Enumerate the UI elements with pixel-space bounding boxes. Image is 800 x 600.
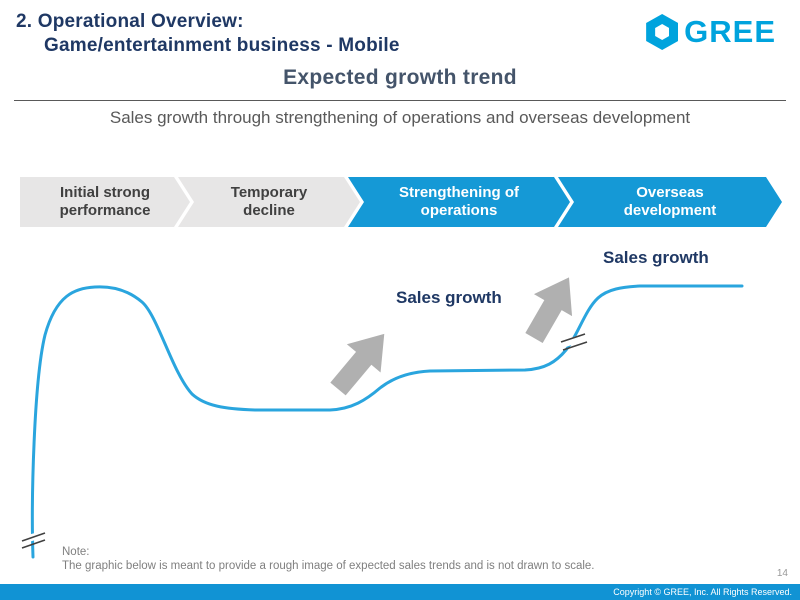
slide-title-line2: Game/entertainment business - Mobile bbox=[44, 35, 400, 56]
up-arrow-icon bbox=[525, 277, 573, 343]
slide-title-line1: 2. Operational Overview: bbox=[16, 11, 244, 32]
gree-logo: GREE bbox=[646, 14, 776, 50]
process-step-strengthening-of-operations: Strengthening of operations bbox=[348, 177, 570, 227]
copyright-text: Copyright © GREE, Inc. All Rights Reserv… bbox=[613, 587, 792, 597]
gree-logo-text: GREE bbox=[684, 14, 776, 49]
axis-break-icon bbox=[560, 333, 588, 351]
process-step-label: Overseas development bbox=[623, 184, 717, 219]
sales-growth-label: Sales growth bbox=[396, 288, 502, 307]
process-step-label: Initial strong performance bbox=[59, 184, 151, 219]
process-step-initial-strong-performance: Initial strong performance bbox=[20, 177, 190, 227]
gree-hexagon-icon bbox=[646, 14, 679, 50]
lead-sentence: Sales growth through strengthening of op… bbox=[109, 108, 691, 127]
title-divider bbox=[14, 100, 786, 101]
slide-title: 2. Operational Overview: Game/entertainm… bbox=[16, 10, 400, 58]
note-text: The graphic below is meant to provide a … bbox=[62, 560, 595, 572]
process-step-label: Temporary decline bbox=[230, 184, 308, 219]
footer-copyright-bar: Copyright © GREE, Inc. All Rights Reserv… bbox=[0, 584, 800, 600]
process-step-label: Strengthening of operations bbox=[399, 184, 519, 219]
process-step-temporary-decline: Temporary decline bbox=[178, 177, 360, 227]
note-block: Note: The graphic below is meant to prov… bbox=[62, 545, 595, 573]
growth-curve-line bbox=[30, 284, 744, 559]
sales-growth-label: Sales growth bbox=[603, 248, 709, 267]
page-title: Expected growth trend bbox=[283, 66, 517, 89]
axis-break-icon bbox=[21, 532, 46, 549]
process-step-overseas-development: Overseas development bbox=[558, 177, 782, 227]
note-label: Note: bbox=[62, 546, 90, 558]
up-arrow-icon bbox=[330, 333, 385, 396]
process-chevron-bar: Initial strong performance Temporary dec… bbox=[20, 177, 782, 227]
page-number: 14 bbox=[776, 568, 788, 579]
